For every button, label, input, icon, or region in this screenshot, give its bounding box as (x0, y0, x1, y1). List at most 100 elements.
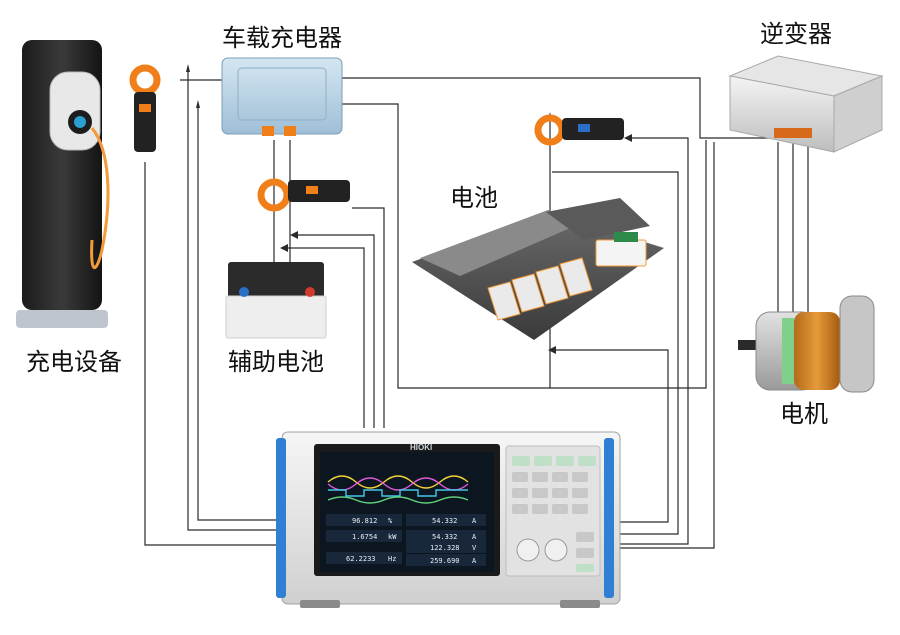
motor-shaft (738, 340, 760, 350)
arrow-aux-2 (280, 244, 288, 252)
readout-row (326, 552, 402, 564)
readout-unit: V (472, 544, 477, 552)
onboard-charger (221, 57, 343, 136)
clamp-sensor-aux (257, 178, 350, 212)
battery-cells (487, 257, 593, 321)
wire-charger-analyzer-a (187, 72, 282, 531)
battery-cell (535, 265, 569, 305)
clamp-body-battery (562, 118, 624, 140)
readout-unit: A (472, 557, 477, 565)
wire-battclamp-analyzer (620, 137, 689, 545)
inverter-side (833, 75, 883, 153)
motor (738, 295, 875, 393)
analyzer-brand: HIOKI (410, 443, 432, 452)
key-a1[interactable] (512, 472, 528, 482)
wire-bus-top (340, 77, 780, 139)
key-a4[interactable] (572, 472, 588, 482)
key-c4[interactable] (572, 504, 588, 514)
readout-row (406, 554, 486, 566)
wire-charger-analyzer-b (197, 108, 282, 521)
screen-waveforms (327, 475, 469, 504)
readout-unit: A (472, 517, 477, 525)
onboard-charger-box (221, 57, 343, 135)
readout-value: 122.328 (430, 544, 460, 552)
label-battery: 电池 (450, 184, 498, 212)
arrow-charger-left (186, 64, 190, 72)
label-inverter: 逆变器 (760, 20, 832, 48)
key-side-1[interactable] (576, 532, 594, 542)
rotary-knob-left[interactable] (516, 538, 540, 562)
key-b2[interactable] (532, 488, 548, 498)
wire-motor-analyzer (620, 142, 715, 549)
readout-unit: % (388, 517, 393, 525)
battery-module-raised (546, 198, 650, 240)
key-a2[interactable] (532, 472, 548, 482)
key-a3[interactable] (552, 472, 568, 482)
battery-cell (559, 257, 593, 297)
analyzer-handle-left (276, 438, 286, 598)
inverter (728, 55, 884, 153)
motor-coil (794, 312, 840, 390)
component-labels: 充电设备 车载充电器 逆变器 电池 辅助电池 电机 (26, 20, 832, 428)
readout-row (406, 514, 486, 526)
rotary-knob-right[interactable] (544, 538, 568, 562)
clamp-body-aux (288, 180, 350, 202)
readout-value: 54.332 (432, 517, 457, 525)
charging-equipment (16, 40, 110, 328)
waveform-yellow (327, 475, 469, 489)
clamp-sensor-battery (534, 114, 624, 146)
label-aux-battery: 辅助电池 (228, 348, 324, 376)
screen-readouts: 96.812 % 1.6754 kW 62.2233 Hz 54.332 A 5… (326, 514, 486, 566)
aux-battery-top (228, 262, 324, 298)
readout-row (406, 530, 486, 542)
clamp-sensor-charging (129, 64, 161, 152)
key-b1[interactable] (512, 488, 528, 498)
wire-aux-analyzer-c (288, 247, 365, 428)
key-c2[interactable] (532, 504, 548, 514)
charger-head (49, 71, 101, 151)
battery-connector (614, 232, 638, 242)
readout-row (326, 530, 402, 542)
readout-row (406, 541, 486, 553)
key-side-2[interactable] (576, 548, 594, 558)
charger-socket-ring (74, 116, 86, 128)
key-top-4[interactable] (578, 456, 596, 466)
label-charging-equipment: 充电设备 (26, 348, 122, 376)
key-top-2[interactable] (534, 456, 552, 466)
key-top-3[interactable] (556, 456, 574, 466)
clamp-label (139, 104, 151, 112)
onboard-charger-connector-2 (284, 126, 296, 136)
readout-value: 1.6754 (352, 533, 377, 541)
analyzer-handle-right (604, 438, 614, 598)
battery-tray-top (420, 210, 584, 276)
charging-pole-base (16, 310, 108, 328)
wire-battery-analyzer-b (556, 349, 669, 523)
clamp-ring-aux (257, 178, 291, 212)
wire-aux-analyzer-b (298, 234, 375, 428)
onboard-charger-lid (237, 67, 327, 121)
onboard-charger-connector-1 (262, 126, 274, 136)
readout-unit: Hz (388, 555, 396, 563)
key-b4[interactable] (572, 488, 588, 498)
power-analyzer: HIOKI 96.812 % 1.6754 kW 62.2233 Hz 54.3… (276, 431, 621, 608)
key-b3[interactable] (552, 488, 568, 498)
clamp-body (134, 92, 156, 152)
label-motor: 电机 (780, 400, 828, 428)
aux-battery-terminal-pos (305, 287, 315, 297)
signal-wires (144, 72, 809, 549)
battery-pack (412, 198, 664, 340)
readout-unit: kW (388, 533, 397, 541)
analyzer-foot-right (560, 600, 600, 608)
key-top-1[interactable] (512, 456, 530, 466)
key-side-3[interactable] (576, 564, 594, 572)
key-c1[interactable] (512, 504, 528, 514)
wire-aux-analyzer-a (352, 207, 385, 428)
label-onboard-charger: 车载充电器 (222, 24, 342, 52)
aux-battery-case (225, 295, 327, 339)
waveform-green (327, 496, 469, 504)
key-c3[interactable] (552, 504, 568, 514)
arrow-aux-1 (290, 231, 298, 239)
readout-value: 62.2233 (346, 555, 376, 563)
readout-value: 96.812 (352, 517, 377, 525)
battery-cell (487, 281, 521, 321)
